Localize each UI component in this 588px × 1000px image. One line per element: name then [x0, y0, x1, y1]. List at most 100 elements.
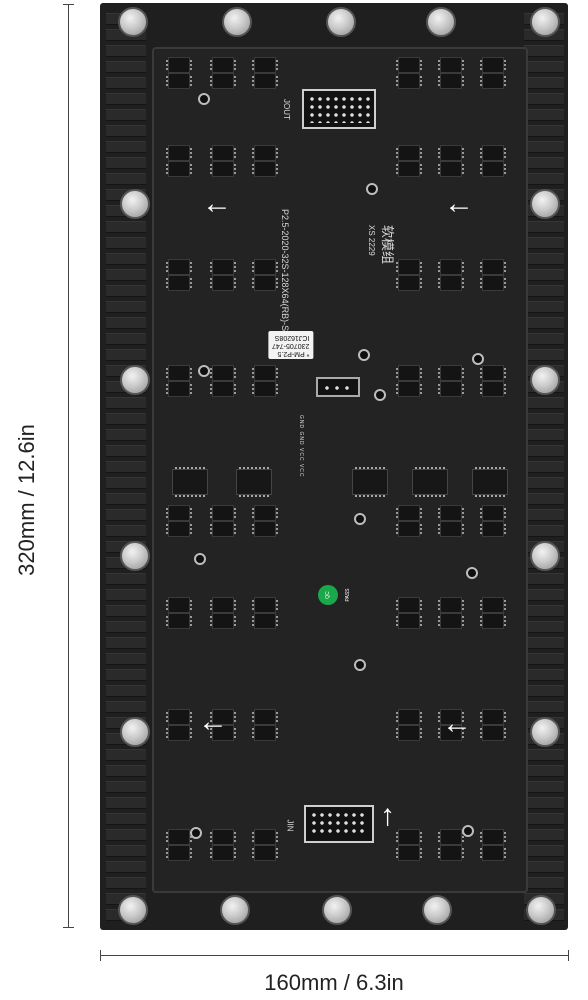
frame-rib — [524, 333, 564, 345]
frame-rib — [106, 173, 146, 185]
frame-rib — [524, 301, 564, 313]
driver-chip — [480, 161, 506, 177]
power-pin-labels: GND GND VCC VCC — [298, 415, 304, 478]
driver-chip — [210, 725, 236, 741]
frame-rib — [524, 525, 564, 537]
frame-rib — [106, 317, 146, 329]
frame-rib — [524, 45, 564, 57]
driver-chip — [210, 845, 236, 861]
driver-chip — [252, 275, 278, 291]
driver-chip — [396, 161, 422, 177]
driver-chip — [252, 521, 278, 537]
frame-rib — [106, 829, 146, 841]
frame-rib — [106, 589, 146, 601]
frame-rib — [106, 141, 146, 153]
jout-connector — [302, 89, 376, 129]
driver-chip — [166, 829, 192, 845]
driver-chip — [396, 145, 422, 161]
frame-rib — [106, 477, 146, 489]
frame-rib — [524, 477, 564, 489]
capacitor — [198, 365, 210, 377]
frame-rib — [524, 413, 564, 425]
capacitor — [354, 659, 366, 671]
height-dimension-tick-top — [63, 4, 74, 5]
driver-chip — [166, 275, 192, 291]
frame-rib — [106, 877, 146, 889]
model-text: P2.5-2020-32S-128X64(RB)-SS3 — [280, 209, 290, 343]
driver-chip — [210, 57, 236, 73]
magnet-mount — [426, 7, 456, 37]
width-dimension-tick-right — [568, 950, 569, 961]
driver-chip — [480, 275, 506, 291]
frame-rib — [106, 269, 146, 281]
magnet-mount — [222, 7, 252, 37]
driver-chip — [252, 725, 278, 741]
driver-chip — [210, 161, 236, 177]
driver-chip — [396, 365, 422, 381]
driver-chip — [396, 259, 422, 275]
direction-arrow-left-icon: ← — [198, 705, 228, 738]
capacitor — [190, 827, 202, 839]
driver-chip — [396, 521, 422, 537]
frame-rib — [524, 589, 564, 601]
frame-rib — [524, 77, 564, 89]
driver-chip — [252, 365, 278, 381]
product-label: * PM-P2.5 230705-747 ICJ16208S — [268, 331, 314, 359]
height-dimension-line — [68, 4, 69, 928]
frame-rib — [106, 669, 146, 681]
frame-rib — [106, 765, 146, 777]
frame-rib — [524, 237, 564, 249]
frame-rib — [524, 397, 564, 409]
frame-rib — [524, 253, 564, 265]
width-dimension-tick-left — [100, 950, 101, 961]
ic-chip — [352, 467, 388, 497]
direction-arrow-up-icon: ↑ — [380, 799, 395, 832]
driver-chip — [480, 613, 506, 629]
magnet-mount — [530, 7, 560, 37]
driver-chip — [438, 845, 464, 861]
frame-rib — [106, 861, 146, 873]
frame-rib — [524, 621, 564, 633]
driver-chip — [166, 845, 192, 861]
driver-chip — [480, 845, 506, 861]
magnet-mount — [118, 7, 148, 37]
ic-chip — [172, 467, 208, 497]
driver-chip — [252, 829, 278, 845]
power-terminal — [316, 377, 360, 397]
frame-rib — [106, 349, 146, 361]
driver-chip — [166, 725, 192, 741]
frame-rib — [106, 605, 146, 617]
magnet-mount — [530, 189, 560, 219]
driver-chip — [438, 725, 464, 741]
driver-chip — [396, 505, 422, 521]
driver-chip — [438, 521, 464, 537]
frame-rib — [106, 301, 146, 313]
frame-rib — [106, 413, 146, 425]
magnet-mount — [326, 7, 356, 37]
driver-chip — [396, 845, 422, 861]
magnet-mount — [530, 365, 560, 395]
driver-chip — [210, 259, 236, 275]
frame-rib — [524, 125, 564, 137]
driver-chip — [438, 73, 464, 89]
frame-rib — [106, 573, 146, 585]
frame-rib — [106, 221, 146, 233]
capacitor — [466, 567, 478, 579]
frame-rib — [106, 813, 146, 825]
qc-pass-badge: QC PASS — [318, 585, 351, 605]
capacitor — [462, 825, 474, 837]
frame-rib — [106, 845, 146, 857]
driver-chip — [480, 521, 506, 537]
frame-rib — [524, 157, 564, 169]
frame-rib — [106, 461, 146, 473]
frame-rib — [106, 253, 146, 265]
driver-chip — [438, 145, 464, 161]
driver-chip — [166, 161, 192, 177]
pcb-area: JOUT JIN P2.5-2020-32S-128X64(RB)-SS3 XS… — [152, 47, 528, 893]
driver-chip — [396, 73, 422, 89]
driver-chip — [438, 161, 464, 177]
driver-chip — [438, 597, 464, 613]
direction-arrow-left-icon: ← — [444, 187, 474, 220]
frame-rib — [524, 813, 564, 825]
driver-chip — [210, 73, 236, 89]
